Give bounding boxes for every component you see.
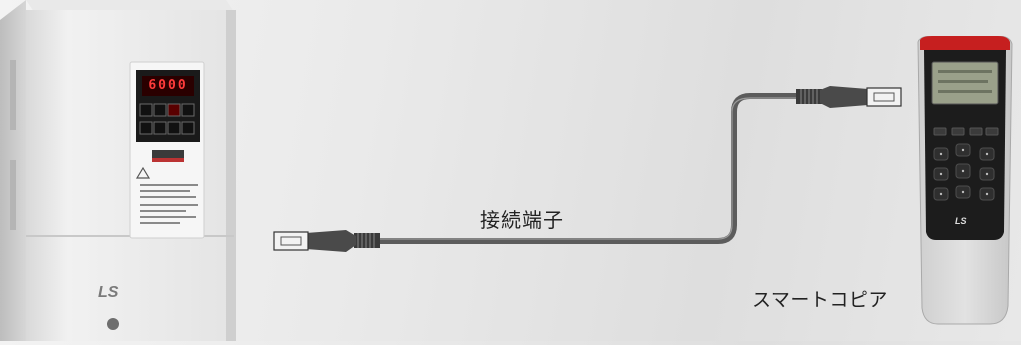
inverter-body (0, 0, 236, 341)
inverter-device: 6000 LS (0, 0, 240, 341)
inverter-led-display: 6000 (148, 78, 188, 93)
inverter-brand-logo: LS (98, 284, 119, 301)
cable-label: 接続端子 (480, 208, 564, 232)
cable-connector-right (796, 86, 902, 108)
smart-copier-label: スマートコピア (752, 289, 888, 311)
smart-copier-device: LS (912, 35, 1016, 326)
cable-connector-left (273, 230, 380, 252)
smart-copier-brand-logo: LS (955, 216, 967, 226)
